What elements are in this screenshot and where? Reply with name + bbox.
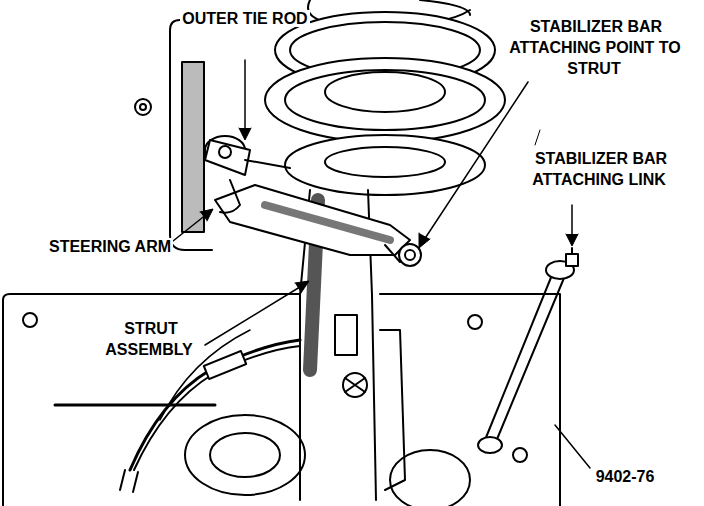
part-label: STEERING ARM (40, 236, 180, 257)
part-label-text: STABILIZER BAR ATTACHING POINT TO STRUT (509, 18, 681, 77)
part-label-text: OUTER TIE ROD (180, 10, 309, 27)
part-label: OUTER TIE ROD (180, 8, 310, 29)
part-label: STRUT ASSEMBLY (80, 318, 220, 360)
part-label-text: STRUT ASSEMBLY (105, 320, 194, 358)
part-label-text: STABILIZER BAR ATTACHING LINK (532, 150, 668, 188)
figure-number-text: 9402-76 (594, 468, 657, 485)
part-label: STABILIZER BAR ATTACHING LINK (500, 148, 700, 190)
part-label-text: STEERING ARM (47, 238, 173, 255)
figure-number: 9402-76 (570, 466, 680, 487)
part-label: STABILIZER BAR ATTACHING POINT TO STRUT (500, 16, 690, 79)
